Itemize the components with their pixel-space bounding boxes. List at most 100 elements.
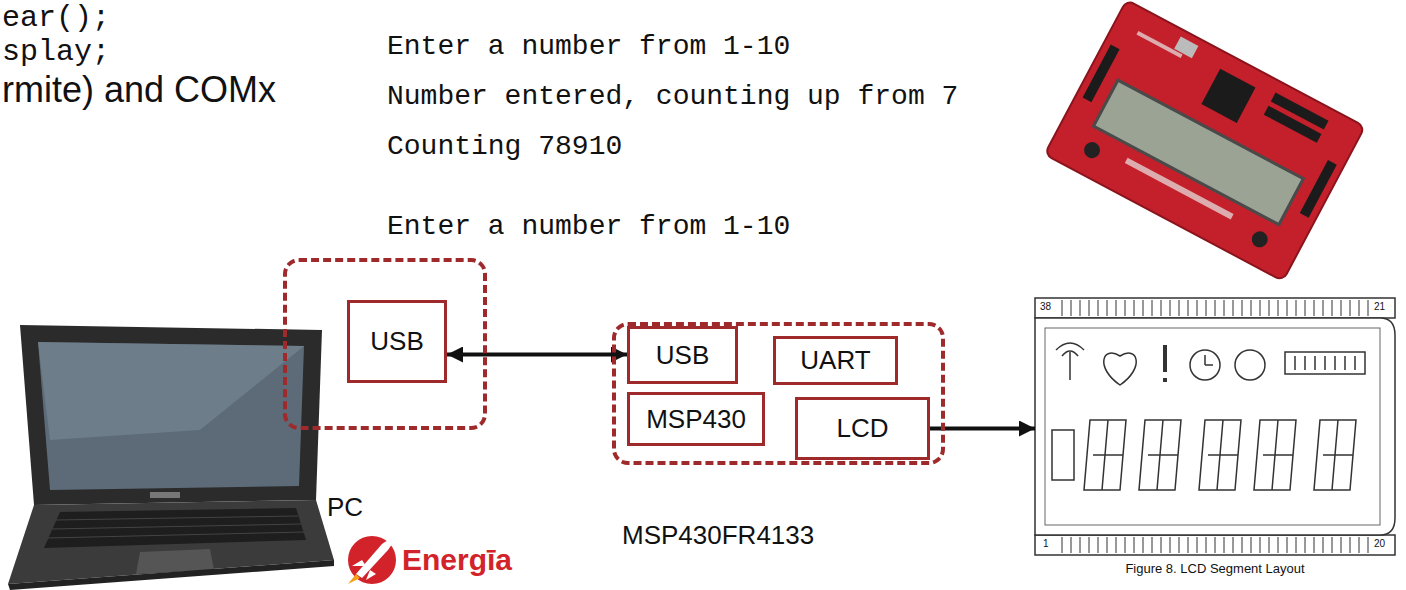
lcd-segment-picture-part-part [1332, 300, 1333, 316]
laptop-picture-part-part [56, 516, 298, 520]
lcd-segment-picture-part [1035, 318, 1395, 535]
lcd-segment-picture-part-part [1161, 300, 1162, 316]
lcd-segment-picture-part-part [1359, 537, 1360, 553]
lcd-segment-picture-part-part [1163, 345, 1167, 382]
lcd-segment-picture-part-part [1260, 537, 1261, 553]
module-box: USB [627, 326, 738, 384]
lcd-segment-picture-part-part [1314, 537, 1315, 553]
caption-text: MSP430FR4133 [622, 520, 814, 551]
lcd-segment-picture-part-part [1296, 537, 1297, 553]
lcd-segment-picture-part-part [1179, 537, 1180, 553]
lcd-segment-picture-part-part [1305, 300, 1306, 316]
energia-logo [348, 536, 396, 584]
device-group: MSP430FR4133USBUARTMSP430LCD [612, 322, 945, 465]
launchpad-photo-part [1264, 106, 1322, 143]
lcd-segment-picture-part-part [1143, 300, 1144, 316]
console-line: Number entered, counting up from 7 [387, 80, 958, 114]
lcd-segment-picture-part-part [1080, 300, 1081, 316]
lcd-segment-picture-part-part [1287, 300, 1288, 316]
lcd-segment-picture-part-part [1224, 300, 1225, 316]
launchpad-photo-part [1201, 69, 1255, 123]
slide-text-fragment: rmite) and COMx [2, 68, 276, 111]
lcd-segment-picture-part-part [1062, 300, 1063, 316]
lcd-segment-picture-part-part [1206, 537, 1207, 553]
lcd-segment-picture-part [1052, 420, 1356, 490]
connector-arrow [930, 427, 1035, 431]
lcd-segment-picture-part-part [1089, 300, 1090, 316]
lcd-segment-picture-part-part [1323, 300, 1324, 316]
laptop-picture-part [150, 492, 180, 498]
module-box: UART [773, 336, 898, 385]
lcd-segment-picture-part [1035, 535, 1395, 555]
lcd-segment-picture-part-part [1215, 537, 1216, 553]
lcd-segment-picture-part-part [1190, 350, 1220, 380]
lcd-segment-picture-part-part [1285, 352, 1365, 374]
lcd-segment-picture-part-part [1134, 300, 1135, 316]
lcd-segment-picture-part-part [1098, 537, 1099, 553]
module-name: MSP430 [646, 404, 746, 435]
lcd-segment-picture-part-part [1224, 537, 1225, 553]
lcd-segment-picture-part-part [1314, 420, 1356, 490]
console-line: Counting 78910 [387, 130, 622, 164]
energia-logo-part [356, 540, 393, 579]
caption-text: Figure 8. LCD Segment Layout [1035, 561, 1395, 576]
lcd-segment-picture-part-part [1314, 300, 1315, 316]
lcd-segment-picture-part-part [1287, 537, 1288, 553]
laptop-picture-part-part [48, 532, 304, 538]
lcd-segment-picture-part [1045, 328, 1380, 525]
lcd-segment-picture-part-part [1116, 537, 1117, 553]
lcd-segment-picture-part-part [1179, 300, 1180, 316]
lcd-segment-picture-part-part [1188, 537, 1189, 553]
launchpad-photo-part [1137, 31, 1183, 58]
laptop-picture-part [44, 508, 306, 548]
lcd-segment-picture-part-part [1104, 353, 1136, 385]
lcd-segment-picture-part-part [1071, 300, 1072, 316]
lcd-segment-picture-part-part [1056, 343, 1084, 380]
lcd-segment-picture-part-part [1052, 430, 1074, 480]
lcd-segment-picture-part-part [1170, 537, 1171, 553]
lcd-segment-picture-part-part [1215, 300, 1216, 316]
lcd-segment-picture-part-part [1296, 300, 1297, 316]
logo-text: Energīa [402, 542, 512, 578]
lcd-segment-picture-part-part [1332, 537, 1333, 553]
energia-logo-part [348, 536, 396, 584]
caption-text: PC [327, 492, 363, 523]
pin-number: 38 [1040, 301, 1051, 313]
lcd-segment-picture-part-part [1197, 537, 1198, 553]
launchpad-photo [1044, 0, 1365, 281]
lcd-segment-picture-part-part [1235, 350, 1265, 380]
lcd-segment-picture-part-part [1278, 300, 1279, 316]
lcd-segment-picture-part-part [1197, 300, 1198, 316]
lcd-segment-picture-part-part [1152, 300, 1153, 316]
lcd-segment-picture-part-part [1170, 300, 1171, 316]
lcd-segment-picture-part-part [1080, 537, 1081, 553]
module-name: USB [370, 326, 423, 357]
lcd-segment-picture-part-part [1139, 420, 1181, 490]
lcd-segment-picture-part-part [1206, 300, 1207, 316]
launchpad-photo-part [1300, 160, 1337, 218]
laptop-picture-part [48, 516, 304, 538]
lcd-segment-picture-part-part [1199, 420, 1241, 490]
lcd-segment-picture-part-part [1125, 537, 1126, 553]
lcd-segment-picture-part-part [1161, 537, 1162, 553]
lcd-segment-picture-part-part [1368, 537, 1369, 553]
lcd-segment-picture-part-part [1242, 537, 1243, 553]
launchpad-photo-part [1125, 158, 1234, 220]
launchpad-photo-part [1083, 45, 1120, 103]
module-box: LCD [795, 397, 930, 460]
lcd-segment-picture-part-part [1098, 300, 1099, 316]
laptop-picture-part-part [52, 524, 301, 529]
lcd-segment-picture-part-part [1152, 537, 1153, 553]
lcd-segment-picture-part-part [1305, 537, 1306, 553]
lcd-segment-picture-part-part [1350, 537, 1351, 553]
lcd-segment-picture-part-part [1323, 537, 1324, 553]
lcd-segment-picture-part-part [1134, 537, 1135, 553]
lcd-segment-picture-part-part [1359, 300, 1360, 316]
launchpad-photo-part [1249, 229, 1271, 251]
pin-number: 1 [1043, 538, 1049, 550]
lcd-segment-picture-part-part [1269, 300, 1270, 316]
laptop-picture-part [8, 500, 334, 584]
lcd-segment-picture-part-part [1233, 537, 1234, 553]
lcd-segment-picture-part-part [1071, 537, 1072, 553]
launchpad-photo-part [1081, 139, 1103, 161]
